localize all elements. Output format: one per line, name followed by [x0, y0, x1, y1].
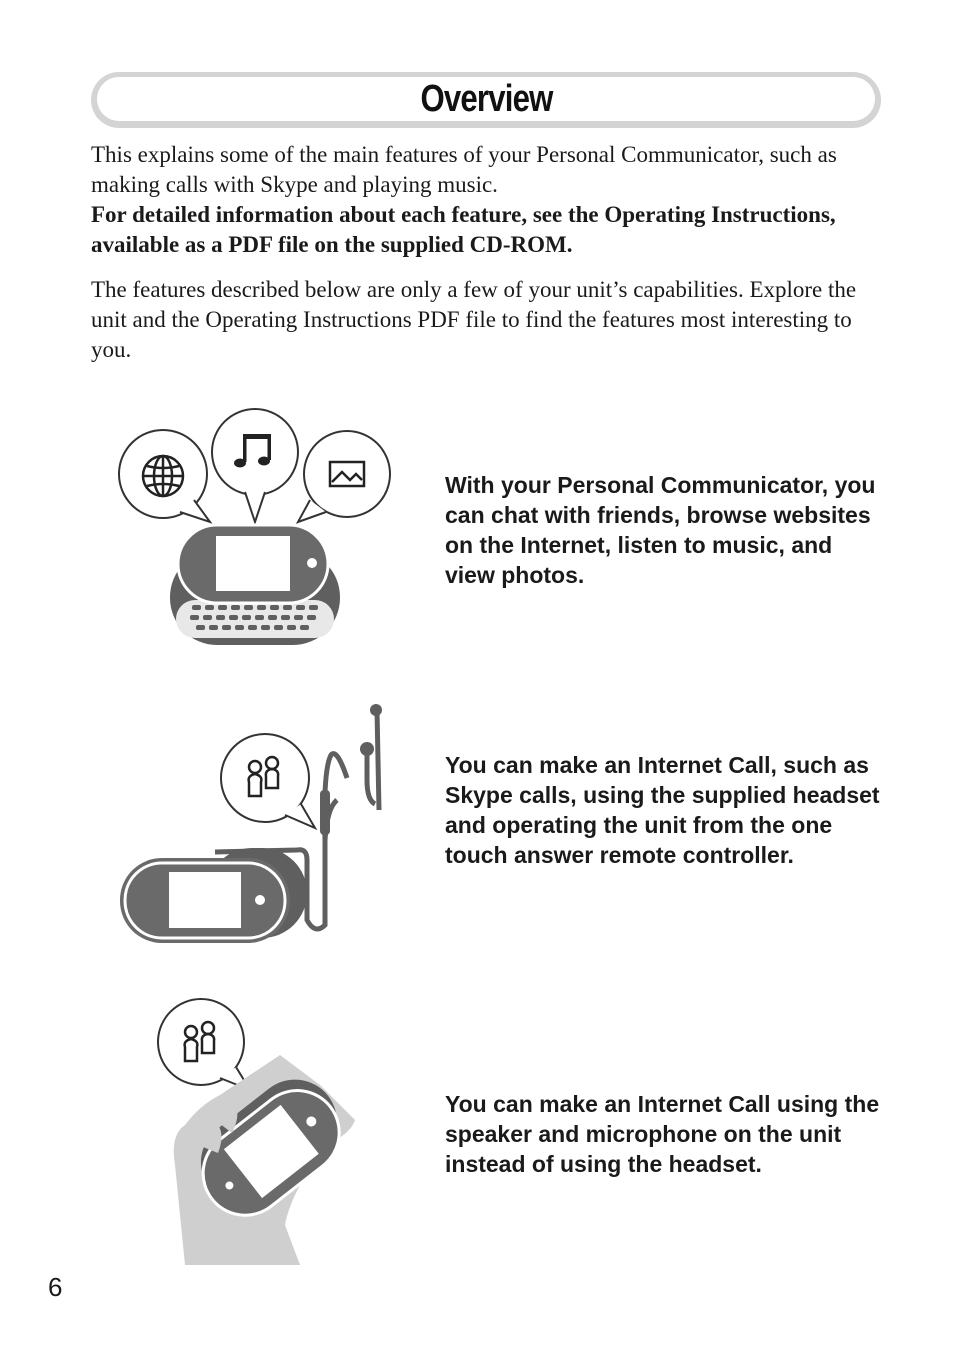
contacts-icon — [183, 1020, 216, 1063]
device-screen — [169, 872, 241, 928]
page-number: 6 — [48, 1272, 63, 1302]
communicator-device — [120, 848, 307, 943]
contacts-icon — [247, 755, 280, 798]
keyboard — [190, 605, 318, 630]
contacts-bubble — [220, 733, 318, 831]
feature-2-illustration — [120, 704, 382, 943]
title-banner: Overview — [91, 72, 881, 128]
globe-bubble — [118, 429, 213, 524]
intro-bold-paragraph: For detailed information about each feat… — [91, 202, 836, 257]
globe-icon — [141, 454, 185, 498]
music-bubble — [211, 408, 299, 526]
intro-paragraph: This explains some of the main features … — [91, 142, 837, 197]
page-title: Overview — [419, 77, 553, 120]
intro-paragraph-2: The features described below are only a … — [91, 277, 857, 362]
device-screen — [216, 536, 290, 591]
intro-block: This explains some of the main features … — [91, 140, 891, 260]
title-banner-inner: Overview — [97, 77, 875, 121]
feature-1-illustration — [118, 408, 391, 645]
feature-1-text: With your Personal Communicator, you can… — [445, 472, 876, 588]
hand-holding-device-icon — [173, 1055, 355, 1265]
communicator-device — [170, 523, 340, 645]
contacts-bubble — [157, 998, 253, 1093]
intro-block-2: The features described below are only a … — [91, 275, 891, 365]
music-note-icon — [234, 434, 271, 468]
photo-icon — [328, 460, 366, 488]
feature-3-text: You can make an Internet Call using the … — [445, 1091, 880, 1177]
device-screen — [223, 1104, 319, 1199]
feature-3-illustration — [157, 998, 355, 1265]
photo-bubble — [295, 430, 391, 524]
feature-2-text: You can make an Internet Call, such as S… — [445, 752, 880, 868]
